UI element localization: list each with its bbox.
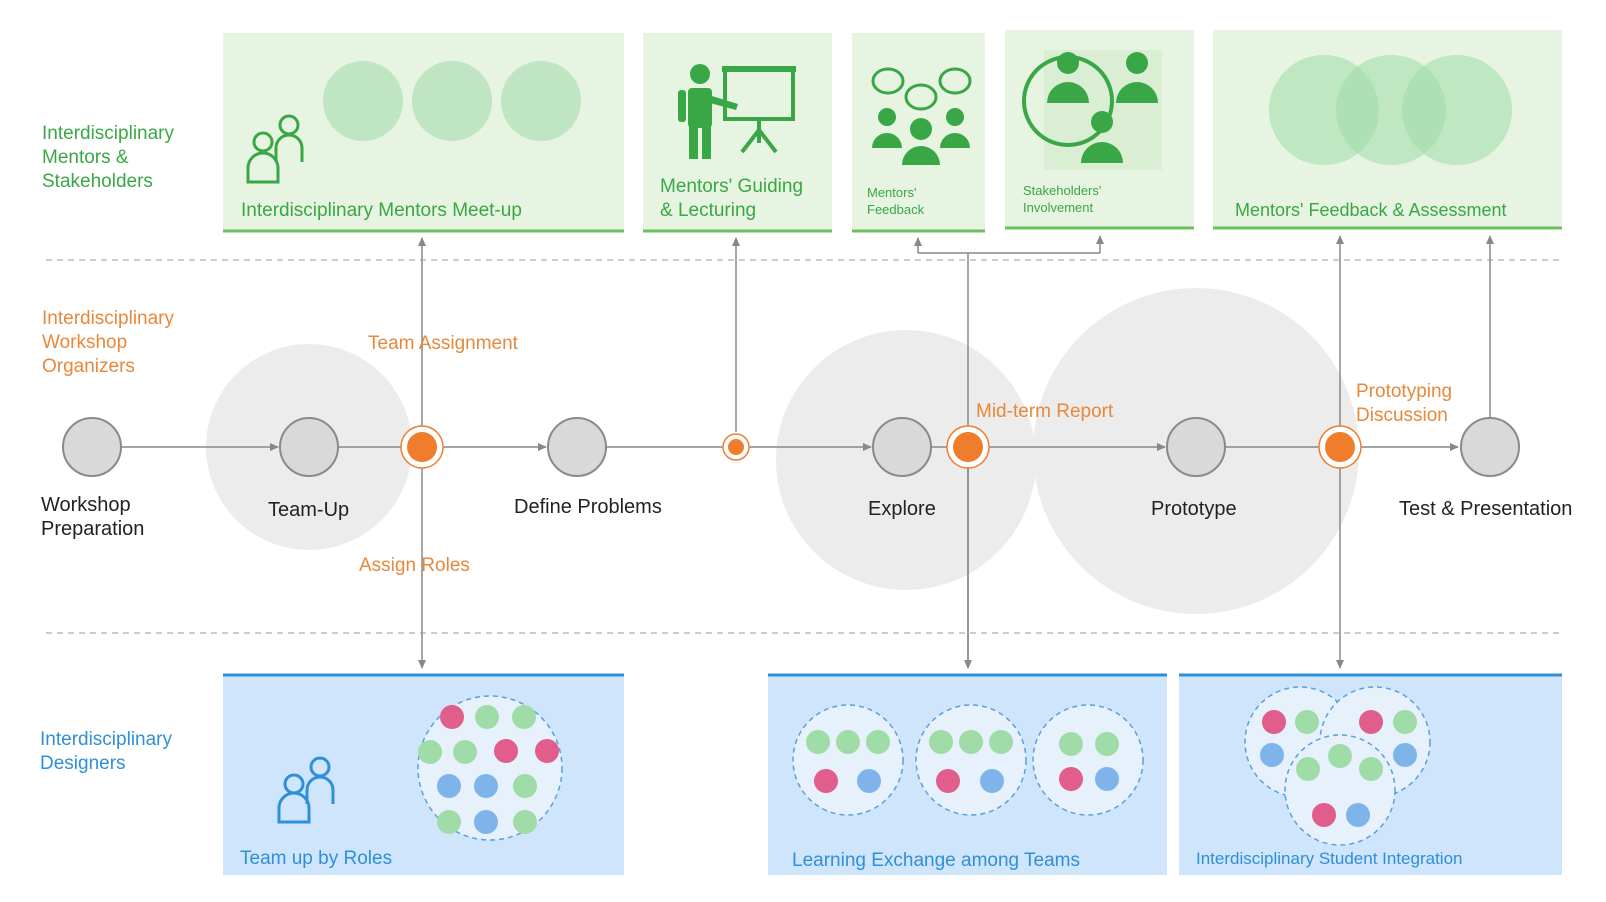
member-dots-exchange	[806, 730, 1119, 793]
stage-node-teamup	[279, 417, 339, 477]
event-label-assign-roles: Assign Roles	[359, 555, 470, 576]
lane-label-mentors: Interdisciplinary Mentors & Stakeholders	[42, 123, 174, 192]
lecturer-icon	[678, 64, 796, 159]
box-label-roles: Team up by Roles	[240, 848, 393, 869]
stage-label-explore: Explore	[868, 498, 936, 520]
box-label-assessment: Mentors' Feedback & Assessment	[1235, 200, 1507, 220]
mentor-box-guiding	[643, 33, 832, 233]
event-label-prototyping: Prototyping Discussion	[1356, 381, 1453, 426]
stage-node-explore	[872, 417, 932, 477]
stage-label-test: Test & Presentation	[1399, 498, 1573, 520]
box-label-exchange: Learning Exchange among Teams	[792, 850, 1081, 871]
event-node-team-assignment	[400, 425, 444, 469]
people-icon-blue	[277, 756, 335, 824]
lane-label-organizers: Interdisciplinary Workshop Organizers	[42, 308, 174, 377]
box-label-meetup: Interdisciplinary Mentors Meet-up	[241, 200, 522, 221]
box-label-stakeholders: Stakeholders' Involvement	[1023, 183, 1102, 215]
mentor-box-assessment	[1213, 30, 1562, 230]
event-label-midterm: Mid-term Report	[976, 401, 1114, 422]
member-dots-roles	[418, 705, 559, 834]
stage-label-prep: Workshop Preparation	[41, 494, 145, 540]
event-label-team-assignment: Team Assignment	[368, 333, 518, 354]
discussion-group-icon	[871, 67, 972, 165]
lane-label-designers: Interdisciplinary Designers	[40, 729, 172, 774]
member-dots-integration	[1260, 710, 1417, 827]
box-label-integration: Interdisciplinary Student Integration	[1196, 849, 1463, 868]
event-node-midterm	[946, 425, 990, 469]
network-icon	[1022, 52, 1158, 163]
box-label-feedback: Mentors' Feedback	[867, 185, 925, 217]
event-node-guiding	[722, 433, 750, 461]
box-label-guiding: Mentors' Guiding & Lecturing	[660, 176, 804, 221]
people-icon	[246, 114, 304, 184]
stage-label-define: Define Problems	[514, 496, 662, 518]
stage-node-prep	[62, 417, 122, 477]
stage-label-teamup: Team-Up	[268, 499, 350, 521]
stage-node-prototype	[1166, 417, 1226, 477]
mentor-box-meetup	[223, 33, 624, 233]
mentor-box-feedback	[852, 33, 985, 233]
mentor-box-stakeholders	[1005, 30, 1194, 230]
stage-node-define	[547, 417, 607, 477]
stage-label-prototype: Prototype	[1151, 498, 1237, 520]
event-node-prototyping	[1318, 425, 1362, 469]
stage-node-test	[1460, 417, 1520, 477]
designer-box-roles	[223, 673, 624, 875]
